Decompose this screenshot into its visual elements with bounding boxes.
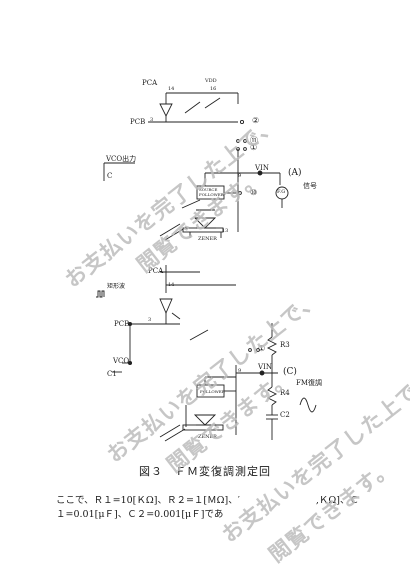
label-pca-1: PCA xyxy=(142,79,158,87)
label-pin9-1: 9 xyxy=(238,173,242,179)
label-pin10-1: ⑩ xyxy=(250,188,258,197)
label-follower: FOLLOWER xyxy=(200,389,225,394)
label-pin9-2: 9 xyxy=(238,368,242,374)
label-vco-out: VCO出力 xyxy=(106,155,137,163)
label-pcb-2: PCB xyxy=(114,320,130,328)
body-text-line-1: ここで、Ｒ１=10[ＫΩ]、Ｒ２=１[ＭΩ]、′ ,ＫΩ]、Ｃ xyxy=(56,495,359,506)
label-pin3-1: 3 xyxy=(150,117,154,123)
figure-caption: 図３ ＦＭ変復調測定回 xyxy=(139,465,271,478)
label-signal: 信号 xyxy=(303,182,317,190)
label-pin11-1: ⑪ xyxy=(250,136,258,145)
label-pin13-1: 13 xyxy=(222,228,229,234)
fm-waveform xyxy=(299,397,317,413)
label-c1: C1 xyxy=(107,370,117,378)
body-text-line-2: １=0.01[μＦ]、Ｃ２=0.001[μＦ]であ xyxy=(56,509,224,520)
label-vco: VCO xyxy=(113,357,130,365)
label-fg: F.G xyxy=(277,189,286,195)
zener-diode-2 xyxy=(193,414,217,426)
label-pin14-1: 14 xyxy=(168,86,175,92)
circuit-diagram-1 xyxy=(103,92,289,241)
label-zener-1: ZENER xyxy=(198,236,217,242)
label-r4: R4 xyxy=(280,389,290,397)
label-vin-1: VIN xyxy=(255,164,269,172)
label-source-follower: SOURCE FOLLOWER xyxy=(199,187,224,197)
label-pca-2: PCA xyxy=(148,267,164,275)
circuit-diagram-2 xyxy=(96,265,317,442)
label-vin-2: VIN xyxy=(258,363,272,371)
label-node-c: (C) xyxy=(283,367,297,377)
label-c2: C2 xyxy=(280,411,290,419)
label-small-c: C xyxy=(107,172,113,180)
label-pin3-2: 3 xyxy=(148,317,152,323)
zener-diode-1 xyxy=(193,217,217,229)
buffer-triangle-1 xyxy=(159,103,173,118)
label-pin2-1: ② xyxy=(252,116,260,125)
label-waveform: 矩形波 xyxy=(107,283,126,290)
label-pin14-2: 14 xyxy=(168,282,175,288)
label-pin1-1: ① xyxy=(250,143,258,152)
buffer-triangle-2 xyxy=(159,298,173,315)
label-vdd-1: VDD xyxy=(205,78,217,84)
label-pcb-1: PCB xyxy=(130,118,146,126)
label-pin1-2: ① xyxy=(258,344,266,353)
label-node-a: (A) xyxy=(288,168,302,178)
label-zener-2: ZENER xyxy=(198,434,217,440)
label-fm-demod: FM復調 xyxy=(296,379,323,387)
label-r3: R3 xyxy=(280,341,290,349)
label-pin16-1: 16 xyxy=(210,86,217,92)
